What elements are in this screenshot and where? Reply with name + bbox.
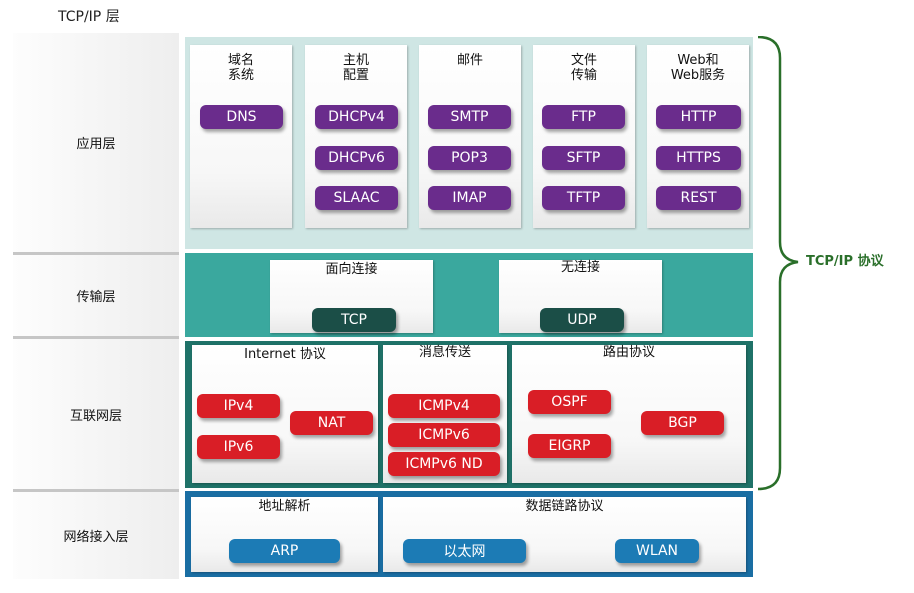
protocol-imap: IMAP [428,186,511,210]
protocol-icmpv4: ICMPv4 [388,394,500,418]
panel-email: 邮件 SMTP POP3 IMAP [419,45,521,228]
protocol-bgp: BGP [641,411,724,435]
layer-divider [13,252,179,255]
panel-messaging: 消息传送 ICMPv4 ICMPv6 ICMPv6 ND [383,345,507,483]
panel-connectionless: 无连接 UDP [499,260,662,333]
protocol-ftp: FTP [542,105,625,129]
protocol-dhcpv4: DHCPv4 [315,105,398,129]
protocol-wlan: WLAN [615,539,699,563]
protocol-ipv4: IPv4 [197,394,280,418]
panel-title: 邮件 [456,53,483,68]
layer-divider [13,336,179,339]
protocol-nat: NAT [290,411,373,435]
panel-host-config: 主机配置 DHCPv4 DHCPv6 SLAAC [305,45,407,228]
panel-title: 路由协议 [602,345,655,360]
panel-dns: 域名系统 DNS [190,45,292,228]
protocol-smtp: SMTP [428,105,511,129]
layer-label: 网络接入层 [63,530,129,545]
protocol-icmpv6: ICMPv6 [388,423,500,447]
protocol-http: HTTP [656,105,741,129]
protocol-bracket-icon [757,36,799,491]
protocol-tcp: TCP [312,308,396,332]
layer-transport: 传输层 [13,255,179,336]
panel-title: 文件传输 [570,53,597,83]
panel-title: 地址解析 [258,499,311,514]
layer-label: 传输层 [76,290,116,305]
panel-internet-protocol: Internet 协议 IPv4 IPv6 NAT [192,345,378,483]
panel-address-resolution: 地址解析 ARP [191,497,378,572]
panel-title: 无连接 [560,260,600,275]
protocol-arp: ARP [229,539,340,563]
panel-connection-oriented: 面向连接 TCP [270,260,433,333]
panel-title: 消息传送 [418,345,471,360]
layer-application: 应用层 [13,33,179,252]
protocol-slaac: SLAAC [315,186,398,210]
layer-network-access: 网络接入层 [13,492,179,579]
protocol-ipv6: IPv6 [197,435,280,459]
protocol-eigrp: EIGRP [528,434,611,458]
layer-label: 互联网层 [69,408,122,424]
panel-data-link: 数据链路协议 以太网 WLAN [383,497,746,572]
panel-file-transfer: 文件传输 FTP SFTP TFTP [533,45,635,228]
panel-title: 数据链路协议 [525,499,604,514]
protocol-icmpv6-nd: ICMPv6 ND [388,452,500,476]
protocol-rest: REST [656,186,741,210]
diagram-title: TCP/IP 层 [58,9,120,25]
layer-internet: 互联网层 [13,339,179,489]
panel-title: Internet 协议 [244,347,326,362]
panel-title: 域名系统 [227,53,254,83]
layer-label: 应用层 [76,137,116,152]
protocol-https: HTTPS [656,146,741,170]
protocol-pop3: POP3 [428,146,511,170]
protocol-tftp: TFTP [542,186,625,210]
protocol-dns: DNS [200,105,283,129]
layer-divider [13,489,179,492]
protocol-dhcpv6: DHCPv6 [315,146,398,170]
panel-routing: 路由协议 OSPF EIGRP BGP [512,345,746,483]
protocol-sftp: SFTP [542,146,625,170]
protocol-ethernet: 以太网 [403,539,526,563]
protocol-udp: UDP [540,308,624,332]
protocol-suite-label: TCP/IP 协议 [806,254,884,269]
protocol-ospf: OSPF [528,390,611,414]
panel-title: 主机配置 [342,53,369,83]
panel-title: 面向连接 [325,262,378,277]
